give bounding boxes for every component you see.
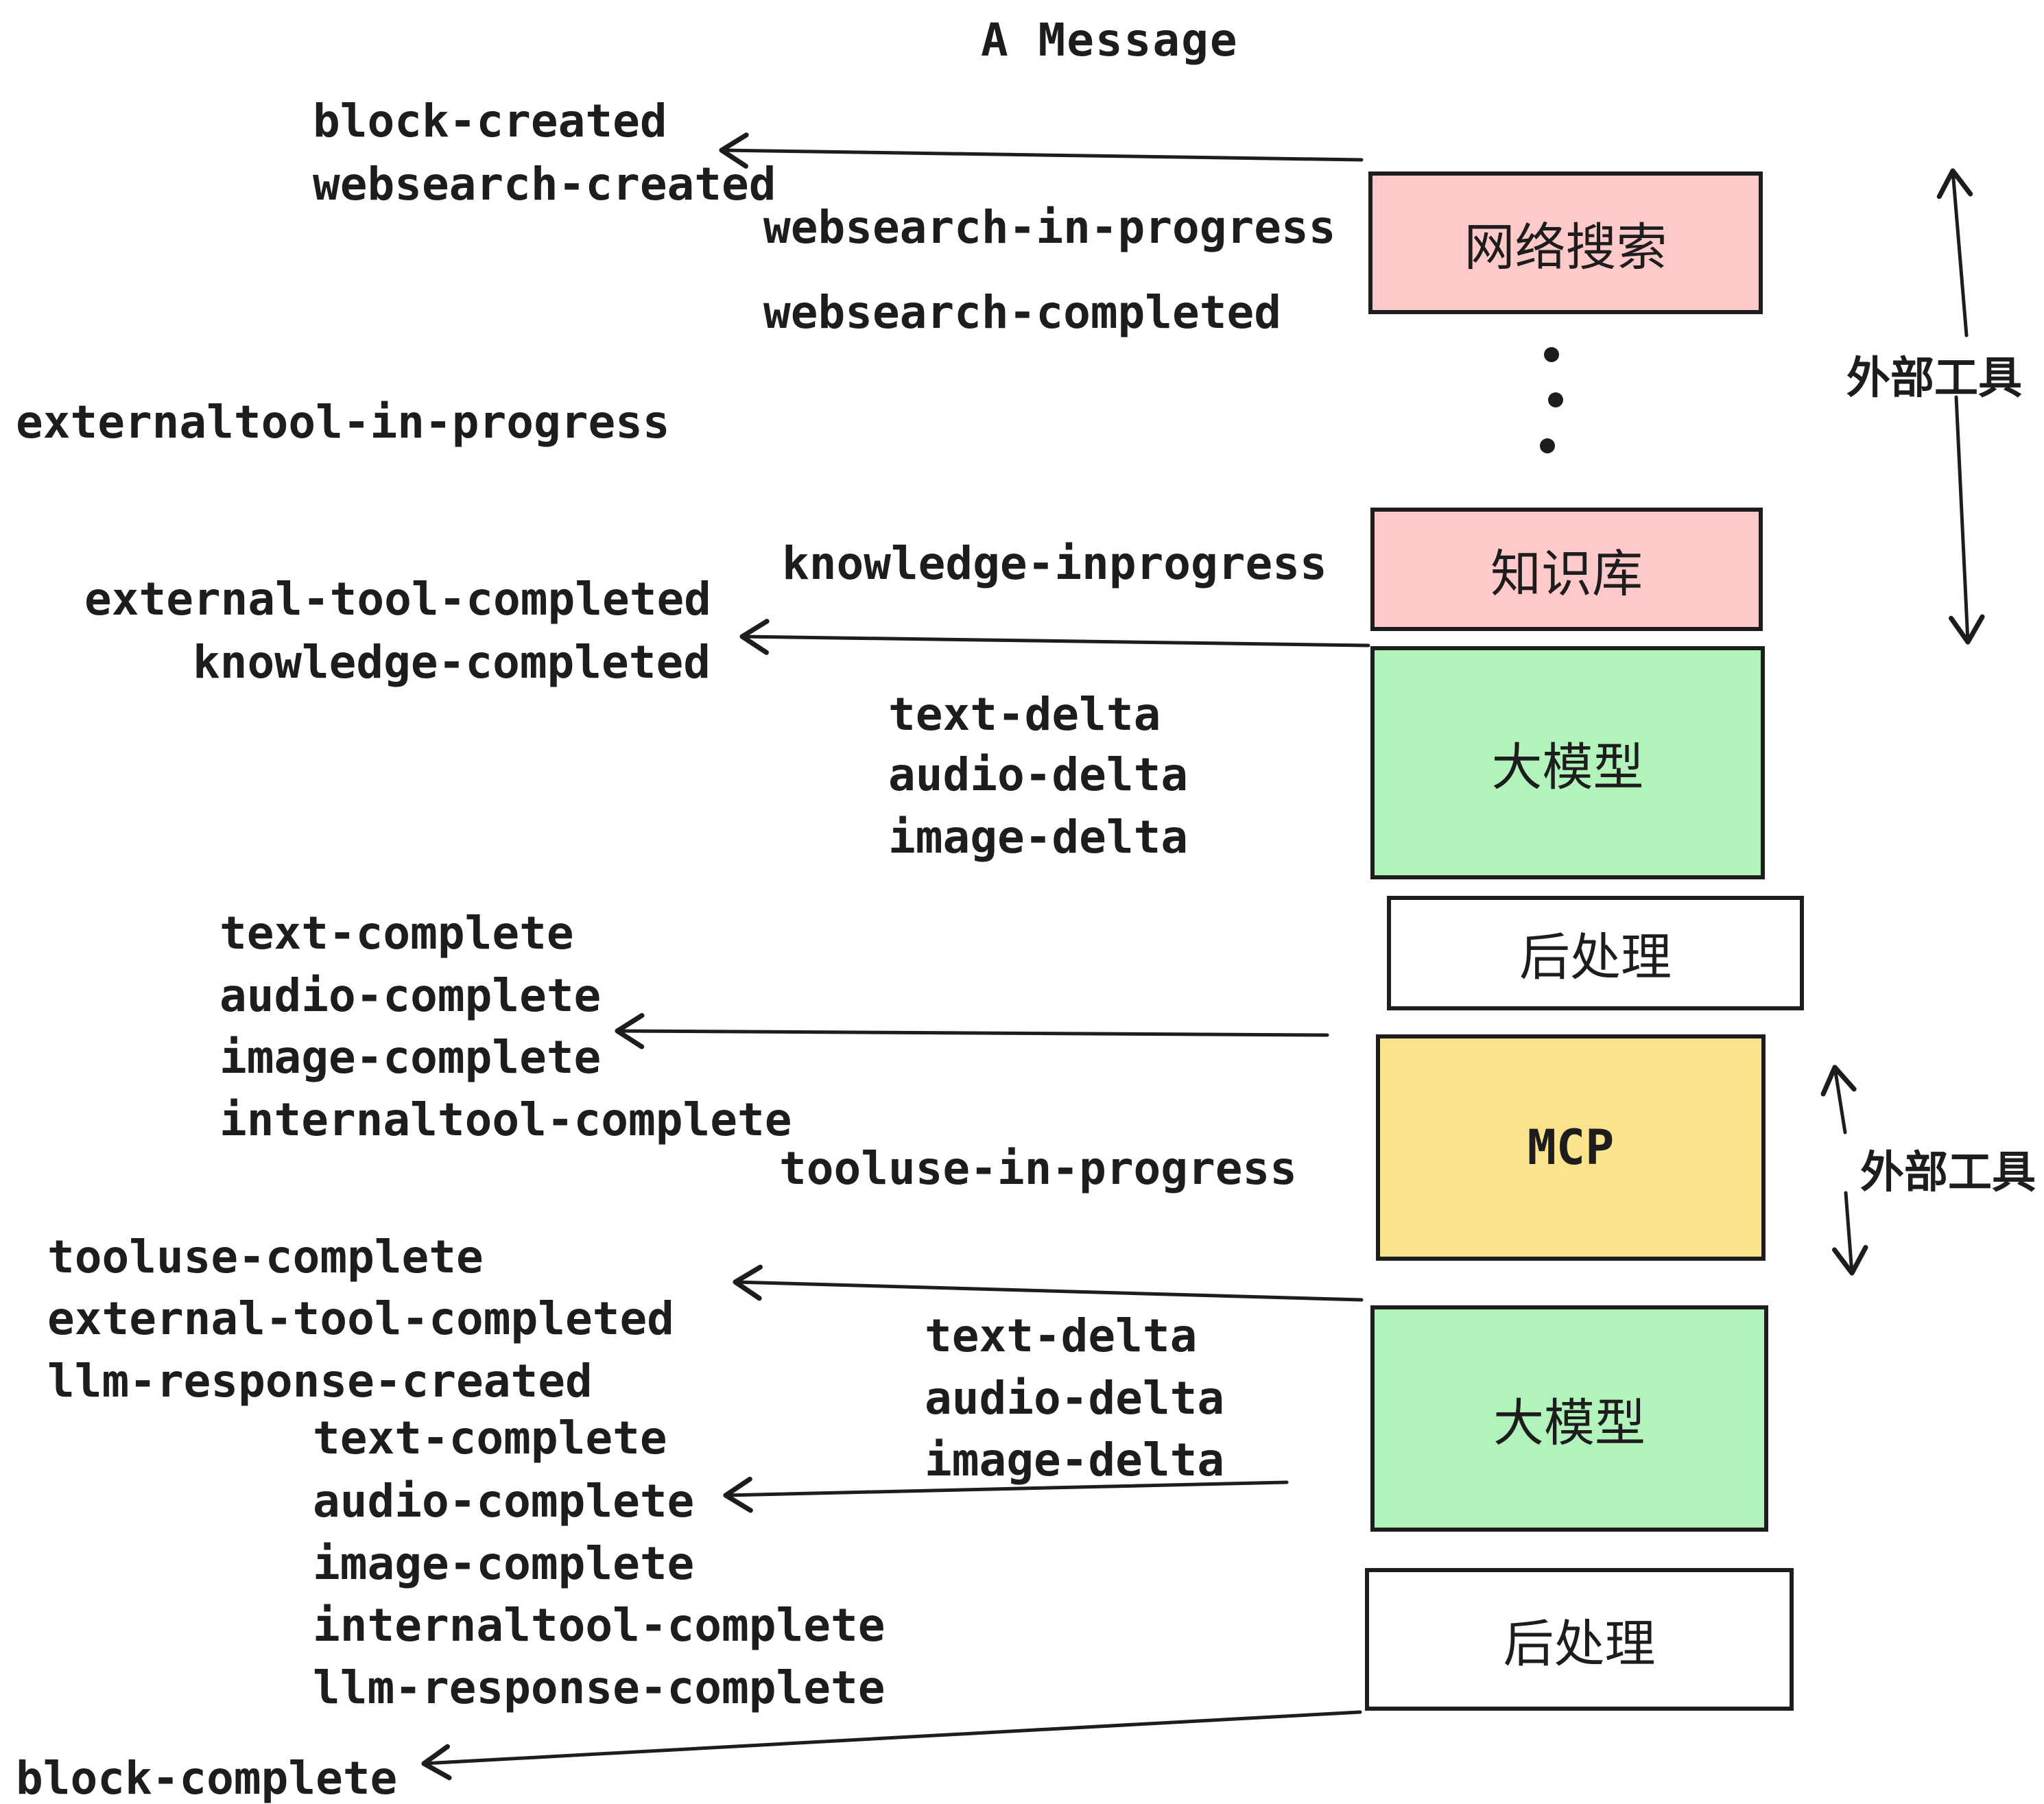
event-block-complete: block-complete: [16, 1752, 398, 1804]
event-audio-complete-1: audio-complete: [219, 969, 602, 1022]
event-internaltool-complete-2: internaltool-complete: [313, 1599, 886, 1652]
event-external-tool-completed-1: external-tool-completed: [84, 573, 711, 626]
box-large-model-1: 大模型: [1370, 646, 1765, 879]
arrow-to-websearch-created: [719, 132, 1364, 169]
box-knowledge-base: 知识库: [1370, 508, 1763, 631]
arrow-to-image-complete: [615, 1012, 1329, 1049]
external-tools-up-arrow: [1936, 168, 1973, 337]
event-tooluse-in-progress: tooluse-in-progress: [779, 1142, 1297, 1195]
external-tools-label-top: 外部工具: [1846, 353, 2022, 404]
event-audio-delta-1: audio-delta: [888, 748, 1189, 801]
event-image-delta-1: image-delta: [888, 811, 1189, 864]
external-tools-label-mid: 外部工具: [1860, 1148, 2036, 1198]
event-knowledge-inprogress: knowledge-inprogress: [782, 537, 1327, 590]
box-post-processing-2: 后处理: [1365, 1568, 1794, 1711]
event-audio-complete-2: audio-complete: [313, 1475, 695, 1528]
arrow-to-block-complete: [421, 1710, 1362, 1781]
event-text-complete-1: text-complete: [219, 907, 574, 960]
diagram-title: A Message: [981, 14, 1239, 67]
event-text-delta-1: text-delta: [888, 688, 1161, 741]
box-mcp: MCP: [1376, 1034, 1766, 1261]
event-audio-delta-2: audio-delta: [925, 1372, 1225, 1425]
event-block-created: block-created: [313, 95, 667, 147]
external-tools-down-arrow: [1949, 395, 1985, 645]
event-knowledge-completed: knowledge-completed: [193, 636, 711, 689]
event-image-complete-1: image-complete: [219, 1031, 602, 1084]
box-large-model-2: 大模型: [1370, 1305, 1768, 1532]
event-tooluse-complete: tooluse-complete: [47, 1231, 484, 1283]
arrow-to-external-tool-completed: [733, 1264, 1364, 1302]
box-post-processing-1: 后处理: [1387, 896, 1804, 1010]
event-image-complete-2: image-complete: [313, 1537, 695, 1590]
event-external-tool-completed-2: external-tool-completed: [47, 1292, 674, 1345]
event-externaltool-in-progress: externaltool-in-progress: [16, 396, 670, 449]
event-internaltool-complete-1: internaltool-complete: [219, 1093, 792, 1146]
vertical-ellipsis-dots: [1540, 347, 1563, 453]
event-websearch-in-progress: websearch-in-progress: [763, 201, 1336, 254]
event-text-delta-2: text-delta: [925, 1309, 1198, 1362]
event-text-complete-2: text-complete: [313, 1412, 667, 1464]
box-websearch: 网络搜索: [1368, 171, 1763, 314]
external-tools2-up-arrow: [1820, 1065, 1857, 1135]
external-tools2-down-arrow: [1832, 1191, 1868, 1276]
arrow-to-knowledge-completed: [739, 619, 1370, 655]
event-websearch-completed: websearch-completed: [763, 286, 1281, 339]
event-websearch-created: websearch-created: [313, 158, 776, 211]
event-image-delta-2: image-delta: [925, 1434, 1225, 1486]
event-llm-response-created: llm-response-created: [47, 1355, 593, 1408]
event-llm-response-complete: llm-response-complete: [313, 1661, 886, 1714]
